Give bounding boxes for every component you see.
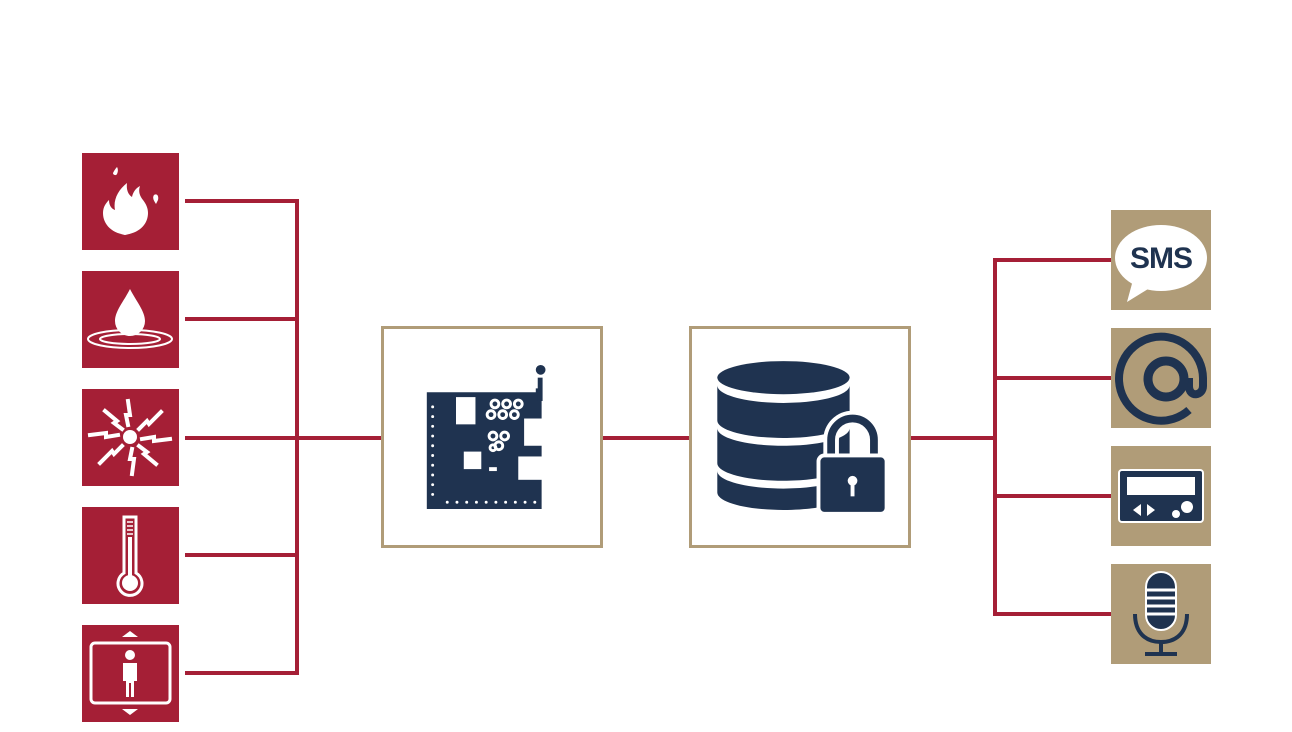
secure-database-icon [717,361,889,516]
shock-icon [87,398,173,477]
sensor-fire [82,153,179,250]
connector-elevator [185,671,299,675]
controller-board-box [381,326,603,548]
sensor-temperature [82,507,179,604]
email-at-icon [1115,332,1207,425]
connector-water [185,317,299,321]
sensor-water [82,271,179,368]
water-leak-icon [87,289,173,349]
connector-shock [185,436,381,440]
elevator-icon [89,631,172,715]
connector-email [993,376,1111,380]
thermometer-icon [116,515,144,597]
output-pager [1111,446,1211,546]
sms-label: SMS [1129,242,1193,275]
secure-database-box [689,326,911,548]
connector-sms [993,258,1111,262]
output-email [1111,328,1211,428]
sensor-shock [82,389,179,486]
connector-database-outputs [911,436,997,440]
connector-pager [993,494,1111,498]
connector-fire [185,199,299,203]
sensor-elevator [82,625,179,722]
fire-icon [103,167,159,235]
output-voice [1111,564,1211,664]
sensor-bus [295,199,299,675]
output-bus [993,258,997,616]
output-sms: SMS [1111,210,1211,310]
connector-temperature [185,553,299,557]
circuit-board-icon [426,365,554,509]
pager-icon [1118,469,1204,523]
connector-board-database [603,436,689,440]
microphone-icon [1133,571,1189,656]
connector-voice [993,612,1111,616]
sms-icon [1115,225,1207,302]
